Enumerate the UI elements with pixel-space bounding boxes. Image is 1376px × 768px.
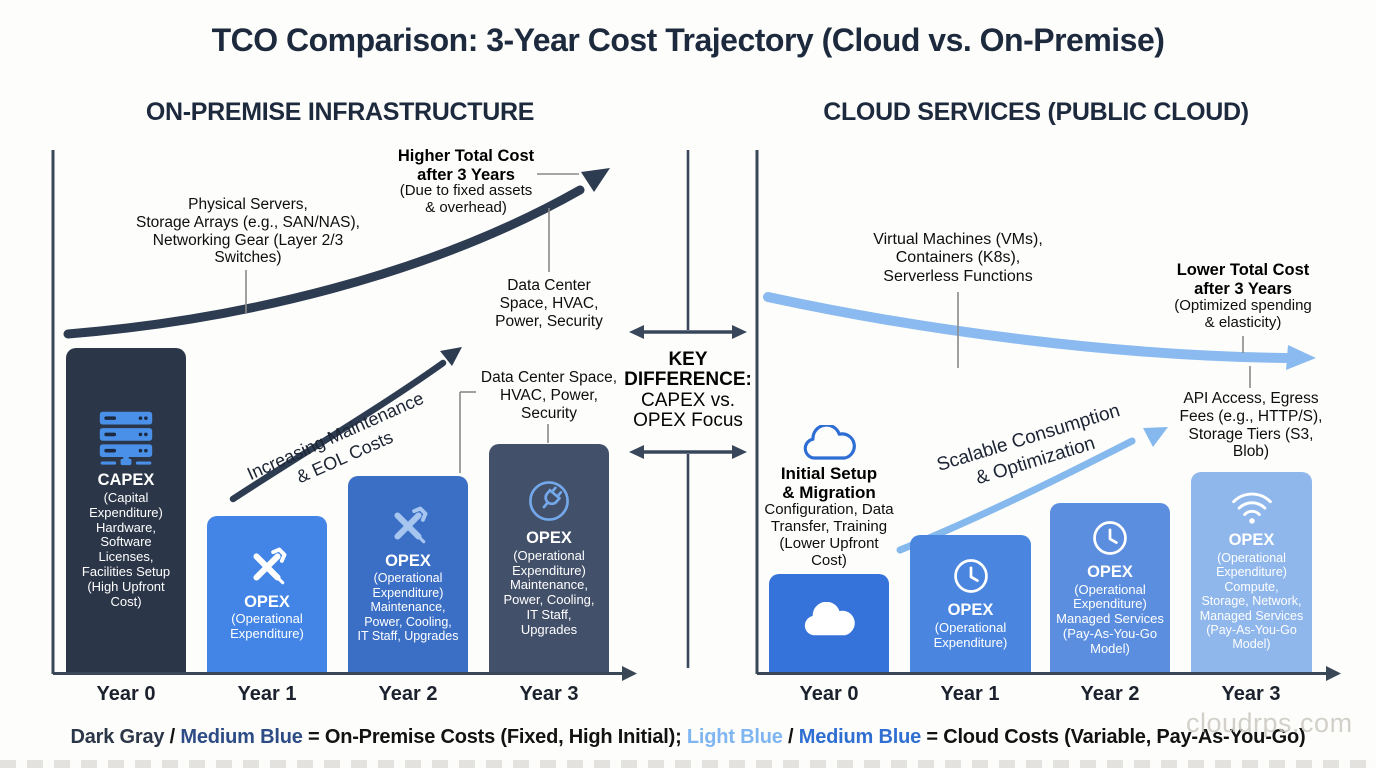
cloud-x-axis-arrowhead [1326, 666, 1341, 681]
cloud-year2-label: Year 2 [1080, 683, 1140, 705]
plug-icon [529, 480, 569, 521]
cropped-bottom-strip [0, 760, 1376, 768]
bar-lines: (Operational Expenditure) [230, 611, 304, 642]
bar-title: OPEX [1087, 562, 1133, 581]
bar-title: OPEX [244, 592, 290, 611]
maintenance-arrow-head [440, 347, 462, 366]
bar-lines: (Operational Expenditure) Compute, Stora… [1199, 551, 1304, 652]
bar-title: CAPEX [97, 470, 155, 489]
api-access-callout: API Access, Egress Fees (e.g., HTTP/S), … [1179, 390, 1323, 461]
onprem-x-axis-arrowhead [622, 666, 637, 681]
higher-total-cost-label: Higher Total Cost after 3 Years [397, 147, 535, 184]
watermark: cloudrps.com [1186, 708, 1353, 738]
lower-total-cost-sublabel: (Optimized spending & elasticity) [1174, 297, 1312, 331]
legend-onprem-text: = On-Premise Costs (Fixed, High Initial)… [302, 726, 687, 748]
legend-sep-1: / [164, 726, 181, 748]
bar-lines: (Capital Expenditure) Hardware, Software… [81, 489, 171, 610]
legend-medium-blue-1: Medium Blue [180, 726, 303, 748]
bar-lines: (Operational Expenditure) Maintenance, P… [503, 547, 595, 638]
cloud-outline-path [803, 425, 856, 460]
cloud-year1-label: Year 1 [940, 683, 1000, 705]
wifi-icon [1231, 492, 1272, 524]
scalable-arrow-head [1143, 427, 1168, 447]
cloud-filled-icon [804, 601, 855, 635]
higher-total-cost-sublabel: (Due to fixed assets & overhead) [399, 182, 533, 216]
cloud-year3-label: Year 3 [1221, 683, 1281, 705]
onprem-year1-label: Year 1 [237, 683, 297, 705]
cloud-header: CLOUD SERVICES (PUBLIC CLOUD) [823, 98, 1249, 126]
onprem-year0-label: Year 0 [96, 683, 156, 705]
key-difference-sub: CAPEX vs. OPEX Focus [633, 390, 743, 432]
onprem-year2-label: Year 2 [378, 683, 438, 705]
clock-icon [1093, 520, 1127, 555]
clock-icon [953, 559, 988, 593]
color-legend: Dark Gray / Medium Blue = On-Premise Cos… [0, 726, 1376, 749]
onprem-bar-year3: OPEX (Operational Expenditure) Maintenan… [489, 444, 609, 672]
compare-arrow-bottom-left-head [629, 445, 644, 459]
cloud-bar-year1: OPEX (Operational Expenditure) [910, 535, 1031, 672]
tools-icon [253, 547, 287, 584]
onprem-cost-curve [63, 185, 585, 339]
cloud-bar-year2: OPEX (Operational Expenditure) Managed S… [1050, 503, 1170, 672]
tools-icon [394, 506, 428, 543]
bar-lines: (Operational Expenditure) Maintenance, P… [357, 571, 459, 643]
initial-setup-sublabel: Configuration, Data Transfer, Training (… [764, 501, 894, 569]
legend-cloud-text: = Cloud Costs (Variable, Pay-As-You-Go) [921, 726, 1306, 748]
cloud-cost-curve [763, 292, 1291, 363]
bar-lines: (Operational Expenditure) Managed Servic… [1056, 581, 1164, 657]
lower-total-cost-label: Lower Total Cost after 3 Years [1176, 261, 1310, 298]
cloud-year0-label: Year 0 [799, 683, 859, 705]
legend-medium-blue-2: Medium Blue [798, 726, 922, 748]
datacenter-callout-2: Data Center Space, HVAC, Power, Security [480, 369, 618, 422]
onprem-bar-year0: CAPEX (Capital Expenditure) Hardware, So… [66, 348, 186, 672]
onprem-bar-year2: OPEX (Operational Expenditure) Maintenan… [348, 476, 468, 672]
legend-sep-2: / [782, 726, 799, 748]
server-icon [99, 411, 153, 465]
maintenance-arrow [229, 359, 447, 503]
bar-title: OPEX [385, 551, 431, 570]
initial-setup-label: Initial Setup & Migration [780, 464, 878, 503]
datacenter-callout-1: Data Center Space, HVAC, Power, Security [495, 277, 603, 330]
cloud-bar-year0 [769, 574, 889, 672]
onprem-bar-year1: OPEX (Operational Expenditure) [207, 516, 327, 672]
cloud-cost-curve-arrowhead [1286, 345, 1316, 370]
onprem-cost-curve-arrowhead [581, 168, 610, 192]
bar-title: OPEX [526, 528, 572, 547]
key-difference-heading: KEY DIFFERENCE: [624, 349, 752, 391]
onprem-year3-label: Year 3 [519, 683, 579, 705]
compare-arrow-top-left-head [629, 325, 644, 339]
legend-dark-gray: Dark Gray [70, 726, 165, 748]
onprem-header: ON-PREMISE INFRASTRUCTURE [145, 98, 535, 126]
virtual-machines-callout: Virtual Machines (VMs), Containers (K8s)… [873, 231, 1043, 285]
bar-lines: (Operational Expenditure) [933, 619, 1008, 650]
legend-light-blue: Light Blue [686, 726, 783, 748]
compare-arrow-top-right-head [732, 325, 747, 339]
bar-title: OPEX [947, 601, 994, 620]
cloud-outline-icon [803, 425, 856, 460]
cloud-bar-year3: OPEX (Operational Expenditure) Compute, … [1191, 472, 1312, 672]
compare-arrow-bottom-right-head [732, 445, 747, 459]
bar-title: OPEX [1228, 531, 1275, 550]
physical-servers-callout: Physical Servers, Storage Arrays (e.g., … [136, 196, 360, 267]
page-title: TCO Comparison: 3-Year Cost Trajectory (… [211, 22, 1165, 58]
